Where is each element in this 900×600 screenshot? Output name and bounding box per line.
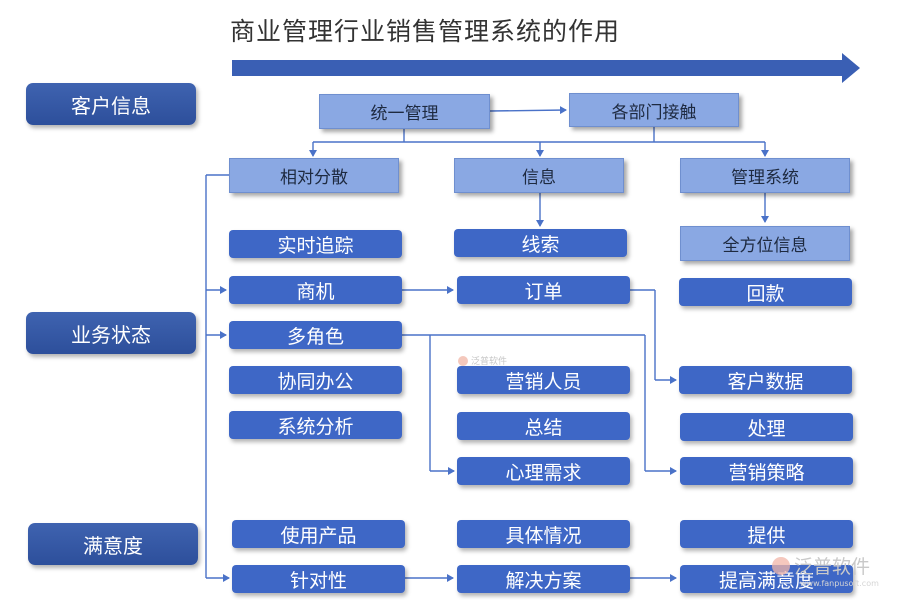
- watermark-small: 泛普软件: [458, 354, 507, 367]
- node-psychological-needs: 心理需求: [457, 457, 630, 485]
- unified-management-box: 统一管理: [319, 94, 490, 129]
- watermark-small-text: 泛普软件: [471, 357, 508, 367]
- node-system-analysis: 系统分析: [229, 411, 402, 439]
- node-solution: 解决方案: [457, 565, 630, 593]
- header-information: 信息: [454, 158, 624, 193]
- node-processing: 处理: [680, 413, 853, 441]
- direction-arrow: [232, 53, 860, 83]
- node-realtime-tracking: 实时追踪: [229, 230, 402, 258]
- header-management-system: 管理系统: [680, 158, 850, 193]
- category-customer-info: 客户信息: [26, 83, 196, 125]
- brand-logo-icon: [772, 556, 790, 575]
- node-summary: 总结: [457, 412, 630, 440]
- page-title: 商业管理行业销售管理系统的作用: [230, 17, 621, 46]
- header-relatively-scattered: 相对分散: [229, 158, 399, 193]
- node-provide: 提供: [680, 520, 853, 548]
- node-targeted: 针对性: [232, 565, 405, 593]
- brand-logo-icon: [458, 355, 468, 366]
- watermark-large: 泛普软件: [772, 552, 870, 579]
- node-orders: 订单: [457, 276, 630, 304]
- node-leads: 线索: [454, 229, 627, 257]
- category-business-status: 业务状态: [26, 312, 196, 354]
- node-sales-staff: 营销人员: [457, 366, 630, 394]
- node-comprehensive-info: 全方位信息: [680, 226, 850, 261]
- node-product-usage: 使用产品: [232, 520, 405, 548]
- node-business-opportunity: 商机: [229, 276, 402, 304]
- node-multi-role: 多角色: [229, 321, 402, 349]
- node-specific-situation: 具体情况: [457, 520, 630, 548]
- node-customer-data: 客户数据: [679, 366, 852, 394]
- watermark-large-text: 泛普软件: [794, 556, 871, 578]
- watermark-url: www.fanpusoft.com: [800, 579, 879, 588]
- department-contact-box: 各部门接触: [569, 93, 739, 127]
- node-collaborative-office: 协同办公: [229, 366, 402, 394]
- node-marketing-strategy: 营销策略: [680, 457, 853, 485]
- category-satisfaction: 满意度: [28, 523, 198, 565]
- node-payment-collection: 回款: [679, 278, 852, 306]
- node-improve-satisfaction: 提高满意度: [680, 565, 853, 593]
